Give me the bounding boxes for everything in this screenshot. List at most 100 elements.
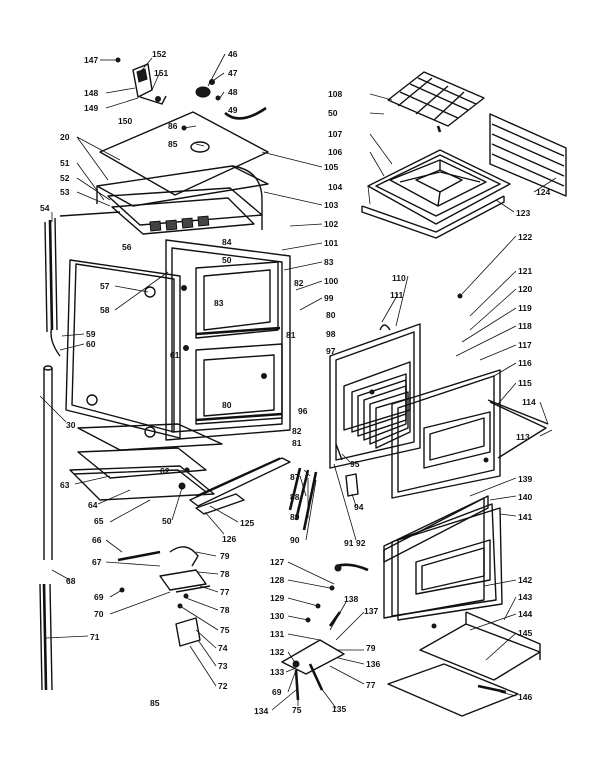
bottom-rail-part bbox=[178, 457, 291, 515]
callout-49: 49 bbox=[228, 105, 238, 115]
callout-51: 51 bbox=[60, 158, 70, 168]
callout-82a: 82 bbox=[294, 278, 304, 288]
callout-149: 149 bbox=[84, 103, 98, 113]
callout-128: 128 bbox=[270, 575, 284, 585]
callout-85: 85 bbox=[168, 139, 178, 149]
callout-75b: 75 bbox=[292, 705, 302, 715]
callout-75a: 75 bbox=[220, 625, 230, 635]
callout-63: 63 bbox=[60, 480, 70, 490]
callout-99: 99 bbox=[324, 293, 334, 303]
callout-113: 113 bbox=[516, 432, 530, 442]
callout-111: 111 bbox=[390, 290, 404, 300]
broiler-drawer-part bbox=[117, 546, 211, 647]
callout-126: 126 bbox=[222, 534, 236, 544]
callout-100: 100 bbox=[324, 276, 338, 286]
callout-150: 150 bbox=[118, 116, 132, 126]
callout-71: 71 bbox=[90, 632, 100, 642]
callout-103: 103 bbox=[324, 200, 338, 210]
callout-105: 105 bbox=[324, 162, 338, 172]
callout-106: 106 bbox=[328, 147, 342, 157]
callout-97: 97 bbox=[326, 346, 336, 356]
callout-labels: 1471521511481491504647484986851051031028… bbox=[40, 49, 550, 716]
callout-94: 94 bbox=[354, 502, 364, 512]
callout-58: 58 bbox=[100, 305, 110, 315]
callout-91: 91 bbox=[344, 538, 354, 548]
upper-frame-part bbox=[96, 165, 269, 230]
callout-110: 110 bbox=[392, 273, 406, 283]
callout-66: 66 bbox=[92, 535, 102, 545]
callout-81a: 81 bbox=[286, 330, 296, 340]
callout-114: 114 bbox=[522, 397, 536, 407]
callout-78b: 78 bbox=[220, 605, 230, 615]
callout-134: 134 bbox=[254, 706, 268, 716]
callout-50c: 50 bbox=[328, 108, 338, 118]
callout-145: 145 bbox=[518, 628, 532, 638]
callout-77a: 77 bbox=[220, 587, 230, 597]
lower-oven-door-part bbox=[383, 495, 503, 621]
callout-102: 102 bbox=[324, 219, 338, 229]
callout-78a: 78 bbox=[220, 569, 230, 579]
burner-pan-part bbox=[361, 149, 511, 239]
callout-140: 140 bbox=[518, 492, 532, 502]
callout-131: 131 bbox=[270, 629, 284, 639]
callout-92: 92 bbox=[356, 538, 366, 548]
footer-code: 85 bbox=[150, 698, 160, 708]
callout-137: 137 bbox=[364, 606, 378, 616]
support-rod-part bbox=[43, 365, 53, 560]
callout-104: 104 bbox=[328, 182, 342, 192]
callout-115: 115 bbox=[518, 378, 532, 388]
callout-30: 30 bbox=[66, 420, 76, 430]
callout-80b: 80 bbox=[222, 400, 232, 410]
callout-82b: 82 bbox=[292, 426, 302, 436]
callout-54: 54 bbox=[40, 203, 50, 213]
callout-124: 124 bbox=[536, 187, 550, 197]
left-trim-strip-part bbox=[44, 217, 58, 333]
callout-67: 67 bbox=[92, 557, 102, 567]
callout-50a: 50 bbox=[222, 255, 232, 265]
callout-130: 130 bbox=[270, 611, 284, 621]
burner-valve-part bbox=[195, 79, 267, 120]
grille-part bbox=[387, 71, 485, 133]
callout-72: 72 bbox=[218, 681, 228, 691]
callout-127: 127 bbox=[270, 557, 284, 567]
callout-81b: 81 bbox=[292, 438, 302, 448]
callout-52: 52 bbox=[60, 173, 70, 183]
callout-65: 65 bbox=[94, 516, 104, 526]
callout-53: 53 bbox=[60, 187, 70, 197]
callout-73: 73 bbox=[218, 661, 228, 671]
callout-107: 107 bbox=[328, 129, 342, 139]
callout-88: 88 bbox=[290, 492, 300, 502]
callout-138: 138 bbox=[344, 594, 358, 604]
callout-87: 87 bbox=[290, 472, 300, 482]
control-bracket-part bbox=[115, 57, 167, 105]
callout-64: 64 bbox=[88, 500, 98, 510]
callout-68: 68 bbox=[66, 576, 76, 586]
callout-133: 133 bbox=[270, 667, 284, 677]
callout-57: 57 bbox=[100, 281, 110, 291]
range-body-part bbox=[165, 239, 291, 441]
bottom-tray-part bbox=[69, 423, 223, 501]
callout-56: 56 bbox=[122, 242, 132, 252]
callout-48: 48 bbox=[228, 87, 238, 97]
callout-144: 144 bbox=[518, 609, 532, 619]
leader-lines bbox=[39, 53, 557, 711]
callout-121: 121 bbox=[518, 266, 532, 276]
callout-59: 59 bbox=[86, 329, 96, 339]
callout-50b: 50 bbox=[162, 516, 172, 526]
callout-20: 20 bbox=[60, 132, 70, 142]
callout-79b: 79 bbox=[366, 643, 376, 653]
callout-108: 108 bbox=[328, 89, 342, 99]
callout-118: 118 bbox=[518, 321, 532, 331]
callout-101: 101 bbox=[324, 238, 338, 248]
callout-141: 141 bbox=[518, 512, 532, 522]
callout-148: 148 bbox=[84, 88, 98, 98]
callout-62: 62 bbox=[160, 466, 170, 476]
callout-125: 125 bbox=[240, 518, 254, 528]
callout-96: 96 bbox=[298, 406, 308, 416]
callout-84: 84 bbox=[222, 237, 232, 247]
callout-147: 147 bbox=[84, 55, 98, 65]
callout-61: 61 bbox=[170, 350, 180, 360]
callout-60: 60 bbox=[86, 339, 96, 349]
callout-119: 119 bbox=[518, 303, 532, 313]
